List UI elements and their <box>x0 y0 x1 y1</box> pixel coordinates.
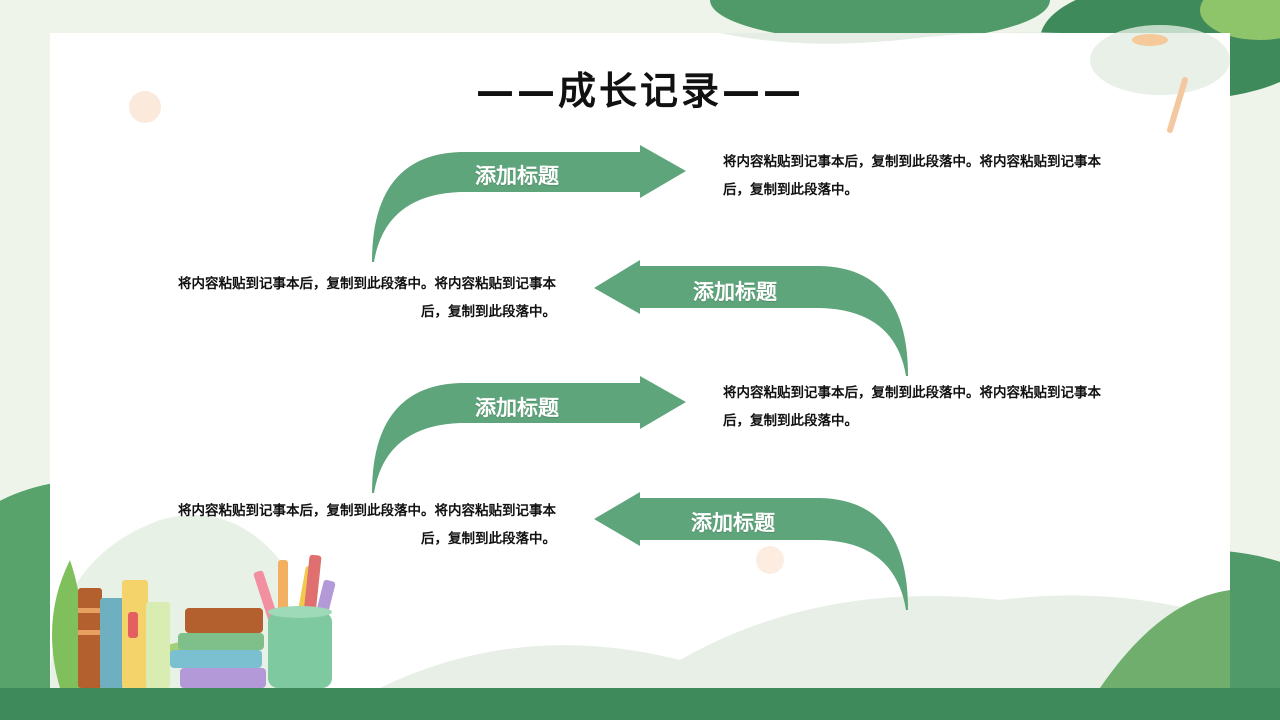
step-3-text-line2: 后，复制到此段落中。 <box>723 413 858 429</box>
step-2-text: 将内容粘贴到记事本后，复制到此段落中。将内容粘贴到记事本 后，复制到此段落中。 <box>100 270 556 326</box>
step-2-text-line1: 将内容粘贴到记事本后，复制到此段落中。将内容粘贴到记事本 <box>178 276 556 292</box>
step-3-title: 添加标题 <box>475 396 559 420</box>
step-2-title: 添加标题 <box>693 280 777 304</box>
content-card <box>50 33 1230 688</box>
step-3-text-line1: 将内容粘贴到记事本后，复制到此段落中。将内容粘贴到记事本 <box>723 385 1101 401</box>
page-title: ——成长记录—— <box>475 69 804 113</box>
step-1-text-line1: 将内容粘贴到记事本后，复制到此段落中。将内容粘贴到记事本 <box>723 154 1101 170</box>
step-1-title: 添加标题 <box>475 164 559 188</box>
step-1-text: 将内容粘贴到记事本后，复制到此段落中。将内容粘贴到记事本 后，复制到此段落中。 <box>723 148 1183 204</box>
step-4-text: 将内容粘贴到记事本后，复制到此段落中。将内容粘贴到记事本 后，复制到此段落中。 <box>100 497 556 553</box>
step-4-text-line2: 后，复制到此段落中。 <box>421 531 556 547</box>
step-1-text-line2: 后，复制到此段落中。 <box>723 182 858 198</box>
step-4-text-line1: 将内容粘贴到记事本后，复制到此段落中。将内容粘贴到记事本 <box>178 503 556 519</box>
step-3-text: 将内容粘贴到记事本后，复制到此段落中。将内容粘贴到记事本 后，复制到此段落中。 <box>723 379 1183 435</box>
step-4-title: 添加标题 <box>691 511 775 535</box>
step-2-text-line2: 后，复制到此段落中。 <box>421 304 556 320</box>
